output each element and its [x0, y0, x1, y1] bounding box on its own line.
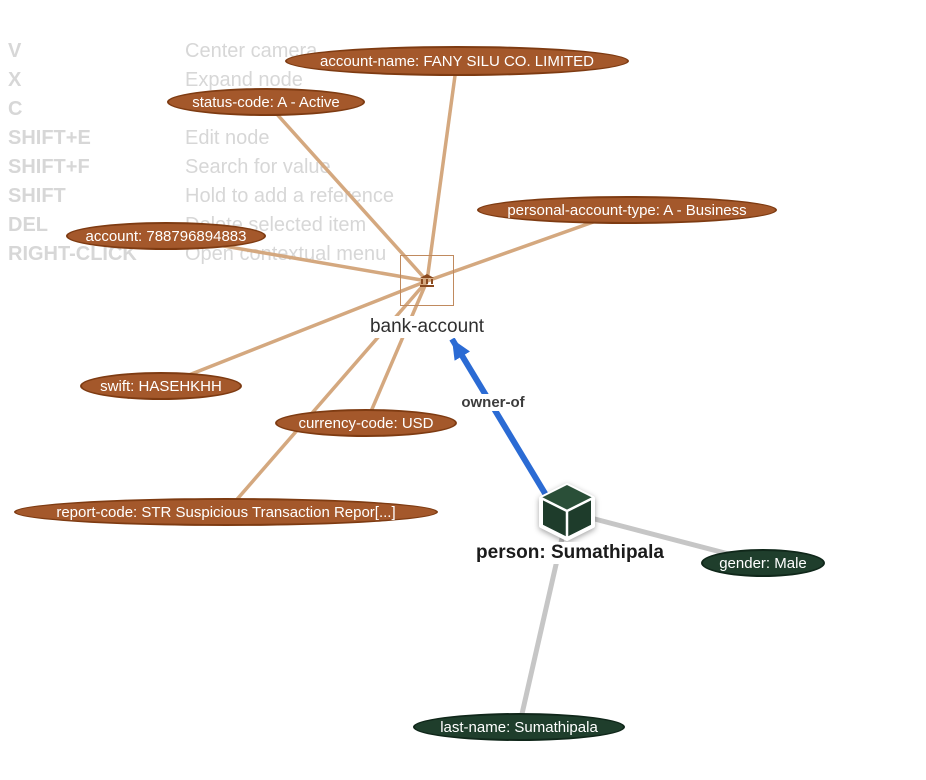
legend-action-label: Search for value — [185, 156, 331, 178]
attribute-label: last-name: Sumathipala — [440, 718, 598, 736]
bank-icon — [420, 273, 434, 287]
person-label: person: Sumathipala — [473, 542, 667, 564]
legend-key-label: RIGHT-CLICK — [8, 243, 137, 265]
attribute-node-account-name[interactable]: account-name: FANY SILU CO. LIMITED — [285, 46, 629, 76]
owner-of-label: owner-of — [459, 394, 527, 411]
attribute-label: currency-code: USD — [298, 414, 434, 432]
bank-account-label: bank-account — [366, 316, 488, 338]
legend-key-label: SHIFT — [8, 185, 66, 207]
legend-key-label: SHIFT+F — [8, 156, 90, 178]
attribute-label: swift: HASEHKHH — [100, 377, 222, 395]
attribute-label: personal-account-type: A - Business — [507, 201, 747, 219]
attribute-node-status-code[interactable]: status-code: A - Active — [167, 88, 365, 116]
attribute-node-currency-code[interactable]: currency-code: USD — [275, 409, 457, 437]
attribute-label: account: 788796894883 — [85, 227, 247, 245]
legend-row: V Center camera — [8, 37, 394, 66]
attribute-node-account-number[interactable]: account: 788796894883 — [66, 222, 266, 250]
attribute-label: account-name: FANY SILU CO. LIMITED — [320, 52, 594, 70]
legend-key-label: X — [8, 69, 22, 91]
legend-key-label: V — [8, 40, 22, 62]
attribute-node-swift[interactable]: swift: HASEHKHH — [80, 372, 242, 400]
legend-row: SHIFT Hold to add a reference — [8, 182, 394, 211]
legend-action-label: Edit node — [185, 127, 270, 149]
attribute-label: status-code: A - Active — [192, 93, 340, 111]
legend-row: X Expand node — [8, 66, 394, 95]
edge-account-name[interactable] — [425, 60, 459, 282]
person-node[interactable] — [537, 481, 599, 543]
legend-row: SHIFT+E Edit node — [8, 124, 394, 153]
attribute-node-gender[interactable]: gender: Male — [701, 549, 825, 577]
legend-action-label: Hold to add a reference — [185, 185, 395, 207]
attribute-label: gender: Male — [719, 554, 807, 572]
legend-row: C — [8, 95, 394, 124]
legend-key-label: C — [8, 98, 23, 120]
attribute-node-personal-account-type[interactable]: personal-account-type: A - Business — [477, 196, 777, 224]
attribute-node-last-name[interactable]: last-name: Sumathipala — [413, 713, 625, 741]
cube-icon — [539, 483, 595, 541]
legend-action-label: Center camera — [185, 40, 318, 62]
attribute-label: report-code: STR Suspicious Transaction … — [56, 503, 396, 521]
attribute-node-report-code[interactable]: report-code: STR Suspicious Transaction … — [14, 498, 438, 526]
bank-account-node[interactable] — [400, 255, 454, 306]
legend-action-label: Expand node — [185, 69, 303, 91]
legend-row: SHIFT+F Search for value — [8, 153, 394, 182]
legend-key-label: DEL — [8, 214, 48, 236]
legend-key-label: SHIFT+E — [8, 127, 91, 149]
